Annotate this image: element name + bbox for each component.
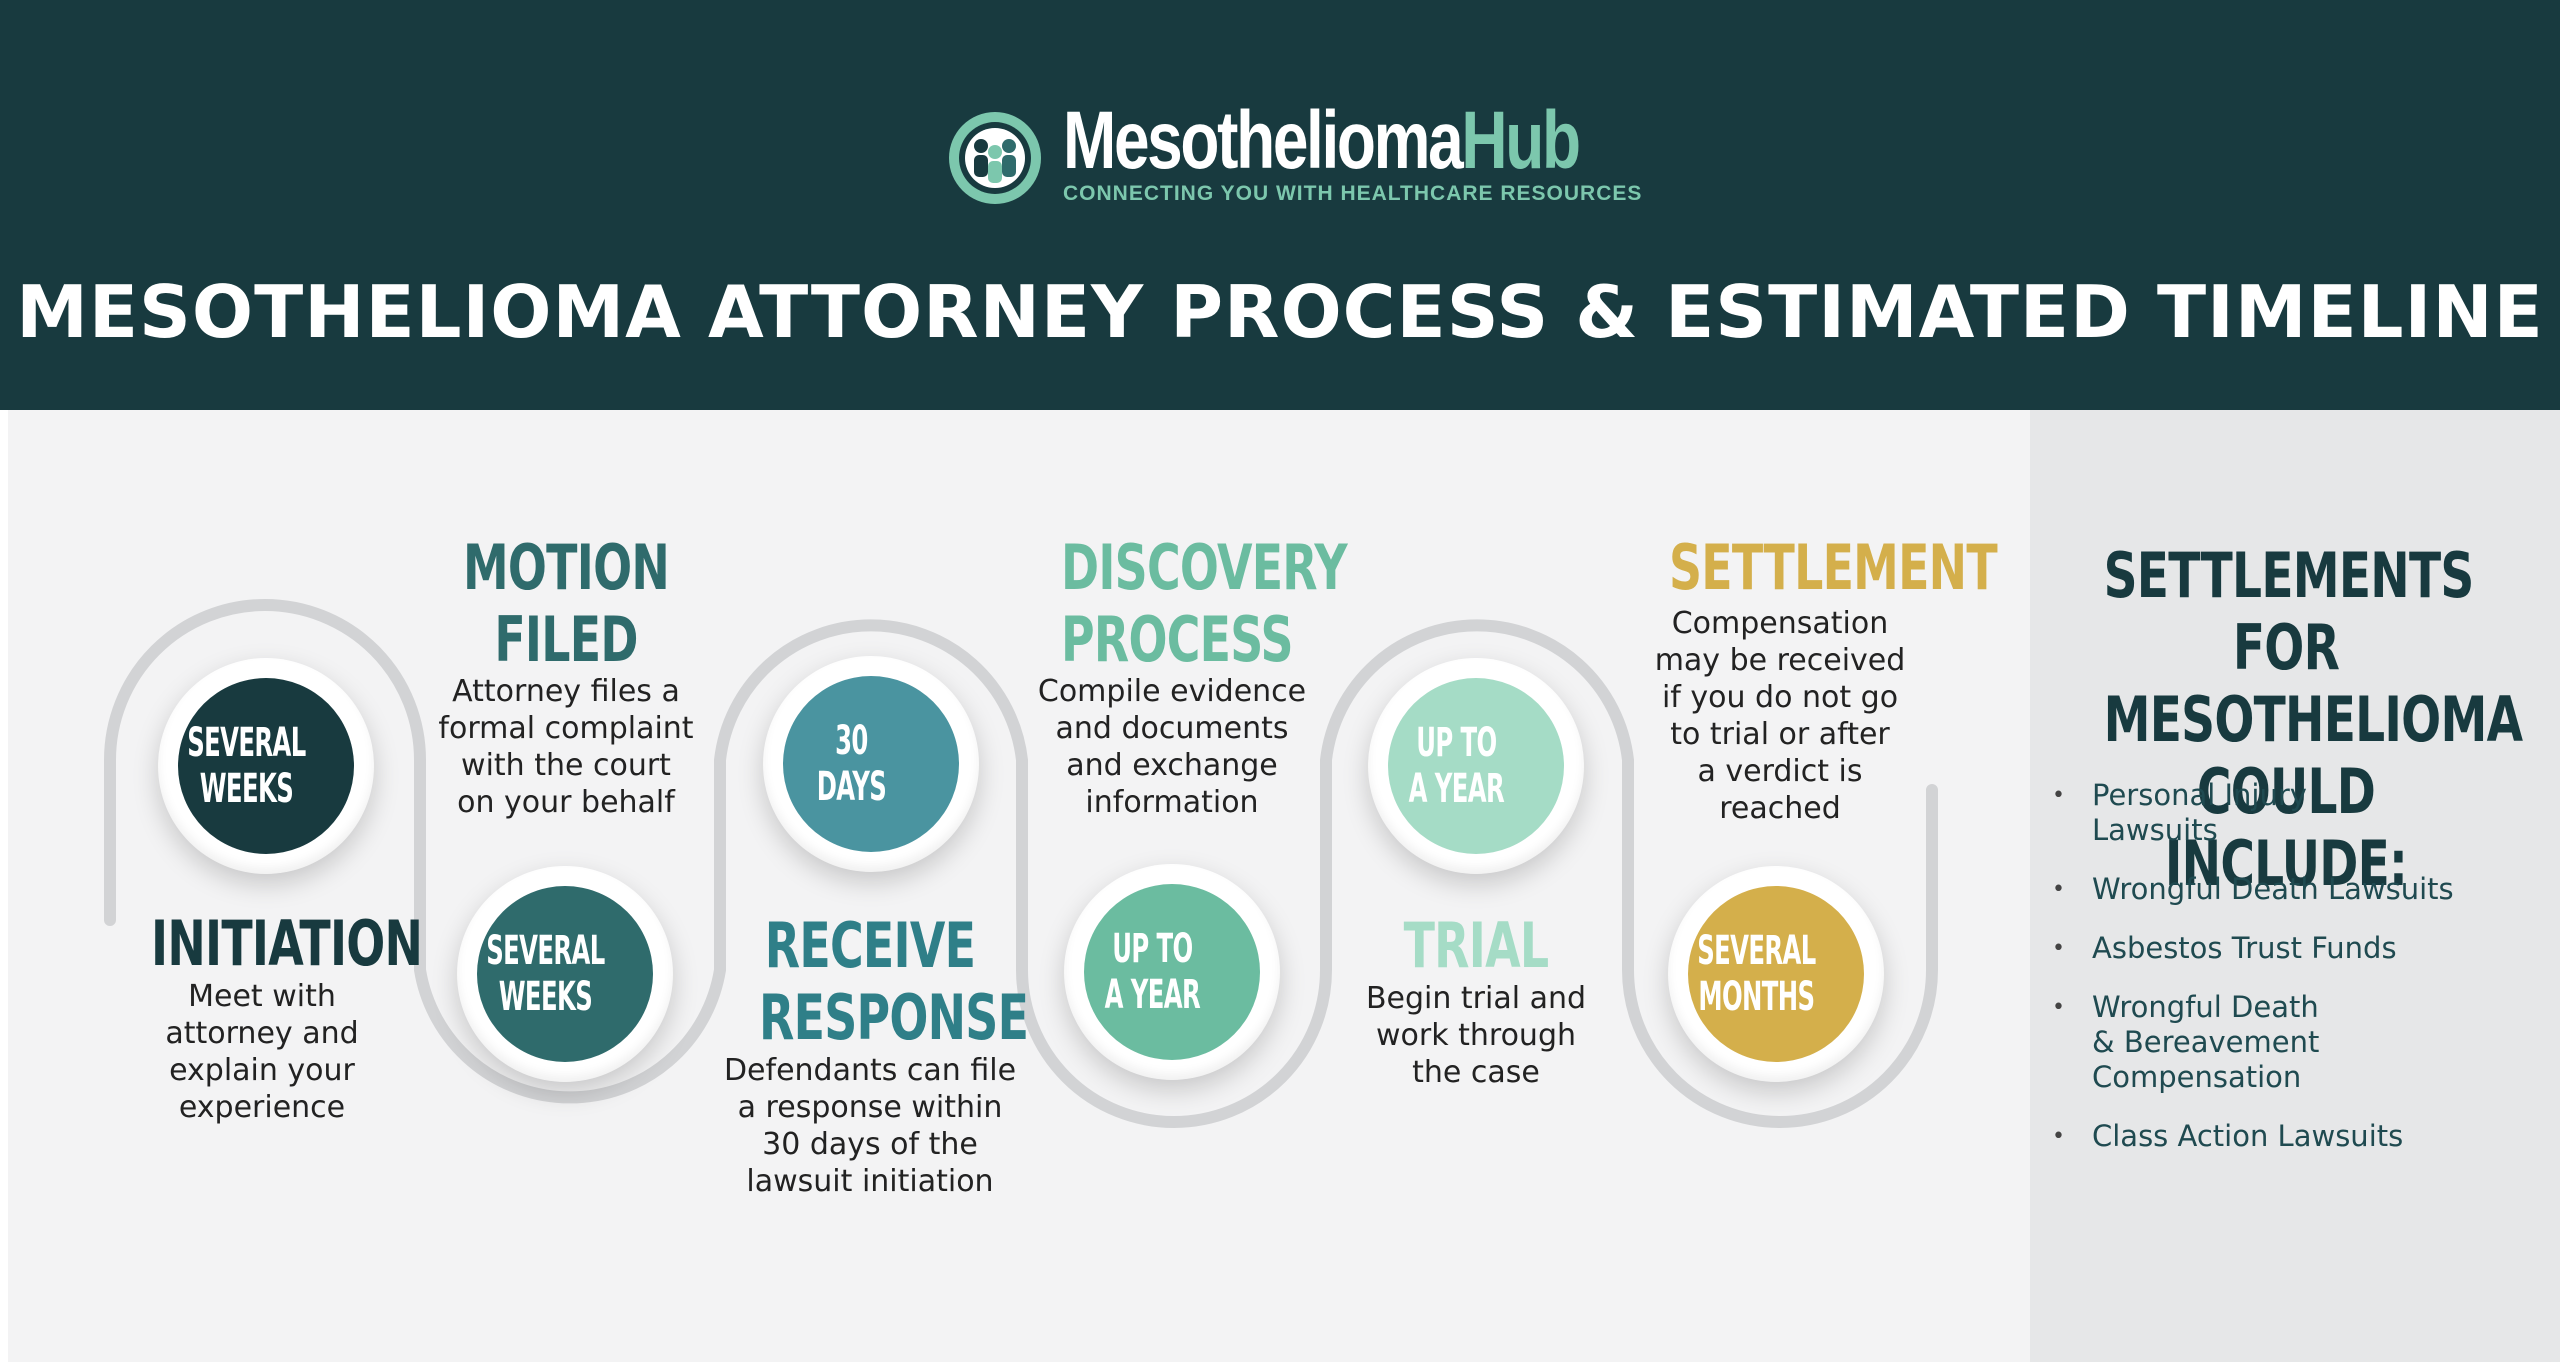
list-item: • Class Action Lawsuits: [2050, 1119, 2520, 1154]
bullet-icon: •: [2052, 995, 2065, 1020]
settlement-list: • Personal Injury Lawsuits • Wrongful De…: [2050, 778, 2520, 1178]
desc-line: on your behalf: [457, 785, 675, 820]
duration-line-2: WEEKS: [199, 766, 294, 812]
step-title-trial: TRIAL: [1365, 910, 1587, 982]
step-desc-motion-filed: Attorney files a formal complaint with t…: [416, 673, 716, 821]
step-desc-receive-response: Defendants can file a response within 30…: [700, 1052, 1040, 1200]
logo-word-2: Hub: [1461, 95, 1581, 186]
desc-line: information: [1085, 785, 1259, 820]
duration-line-1: UP TO: [1112, 926, 1193, 972]
desc-line: with the court: [461, 748, 671, 783]
bullet-icon: •: [2052, 936, 2065, 961]
step-title-initiation: INITIATION: [151, 907, 423, 980]
sidebar-title-line: MESOTHELIOMA: [2103, 683, 2523, 756]
step-title-line-1: TRIAL: [1403, 909, 1549, 982]
step-desc-initiation: Meet with attorney and explain your expe…: [112, 978, 412, 1126]
duration-line-1: SEVERAL: [1697, 928, 1816, 974]
desc-line: Begin trial and: [1365, 981, 1587, 1016]
duration-line-2: MONTHS: [1698, 974, 1815, 1020]
step-desc-discovery-process: Compile evidence and documents and excha…: [1012, 673, 1332, 821]
duration-line-1: SEVERAL: [486, 928, 605, 974]
logo: MesotheliomaHub CONNECTING YOU WITH HEAL…: [945, 95, 1665, 210]
duration-line-1: SEVERAL: [187, 720, 306, 766]
desc-line: Attorney files a: [452, 674, 680, 709]
timeline-track: [104, 599, 1938, 1128]
desc-line: Compensation: [1671, 606, 1889, 641]
step-title-line-2: FILED: [494, 603, 638, 676]
list-item: • Wrongful Death & Bereavement Compensat…: [2050, 990, 2520, 1095]
desc-line: if you do not go: [1661, 680, 1899, 715]
bullet-icon: •: [2052, 783, 2065, 808]
duration-line-2: DAYS: [816, 764, 887, 810]
step-title-line-2: PROCESS: [1061, 603, 1294, 676]
step-title-line-2: RESPONSE: [759, 981, 1029, 1054]
list-item-line: Personal Injury: [2092, 778, 2307, 812]
desc-line: work through: [1375, 1018, 1576, 1053]
desc-line: a response within: [737, 1090, 1003, 1125]
desc-line: experience: [178, 1090, 346, 1125]
sidebar-title-line: SETTLEMENTS FOR: [2103, 539, 2475, 684]
desc-line: 30 days of the: [762, 1127, 978, 1162]
logo-wordmark: MesotheliomaHub: [1063, 94, 1581, 188]
list-item-line: Wrongful Death Lawsuits: [2092, 872, 2454, 906]
desc-line: and documents: [1055, 711, 1289, 746]
list-item-line: Asbestos Trust Funds: [2092, 931, 2397, 965]
desc-line: explain your: [169, 1053, 355, 1088]
logo-tagline: CONNECTING YOU WITH HEALTHCARE RESOURCES: [1063, 182, 1643, 205]
list-item-line: Class Action Lawsuits: [2092, 1119, 2404, 1153]
list-item: • Personal Injury Lawsuits: [2050, 778, 2520, 848]
step-title-settlement: SETTLEMENT: [1669, 531, 1998, 604]
desc-line: formal complaint: [438, 711, 694, 746]
list-item: • Wrongful Death Lawsuits: [2050, 872, 2520, 907]
duration-line-2: A YEAR: [1408, 766, 1505, 812]
desc-line: the case: [1412, 1055, 1540, 1090]
desc-line: lawsuit initiation: [746, 1164, 994, 1199]
sidebar-title: SETTLEMENTS FOR MESOTHELIOMA COULD INCLU…: [2103, 539, 2523, 900]
list-item-line: & Bereavement: [2092, 1025, 2320, 1059]
settlements-sidebar: [2030, 410, 2560, 1362]
page-title: MESOTHELIOMA ATTORNEY PROCESS & ESTIMATE…: [16, 270, 2544, 354]
bullet-icon: •: [2052, 1124, 2065, 1149]
step-title-line-1: INITIATION: [151, 907, 423, 980]
desc-line: may be received: [1654, 643, 1906, 678]
bullet-icon: •: [2052, 877, 2065, 902]
desc-line: to trial or after: [1670, 717, 1890, 752]
list-item-line: Lawsuits: [2092, 813, 2218, 847]
desc-line: reached: [1719, 791, 1841, 826]
step-title-line-1: SETTLEMENT: [1669, 531, 1998, 604]
sidebar-title-line: COULD INCLUDE:: [2164, 755, 2408, 900]
duration-line-2: A YEAR: [1104, 972, 1201, 1018]
step-title-motion-filed: MOTION FILED: [455, 532, 677, 676]
desc-line: and exchange: [1066, 748, 1278, 783]
logo-word-1: Mesothelioma: [1063, 95, 1464, 186]
duration-line-1: 30: [835, 718, 868, 764]
people-icon: [949, 112, 1041, 204]
desc-line: Compile evidence: [1037, 674, 1307, 709]
desc-line: Defendants can file: [723, 1053, 1017, 1088]
desc-line: Meet with: [188, 979, 336, 1014]
list-item-line: Wrongful Death: [2092, 990, 2319, 1024]
step-desc-trial: Begin trial and work through the case: [1326, 980, 1626, 1091]
duration-line-1: UP TO: [1416, 720, 1497, 766]
step-title-discovery-process: DISCOVERY PROCESS: [1061, 531, 1348, 676]
desc-line: a verdict is: [1697, 754, 1863, 789]
duration-line-2: WEEKS: [498, 974, 593, 1020]
step-desc-settlement: Compensation may be received if you do n…: [1630, 605, 1930, 827]
timeline-path: [104, 599, 1938, 1128]
list-item-line: Compensation: [2092, 1060, 2302, 1094]
step-title-line-1: MOTION: [463, 531, 670, 604]
step-title-receive-response: RECEIVE RESPONSE: [759, 909, 1029, 1054]
step-title-line-1: DISCOVERY: [1061, 531, 1348, 604]
step-title-line-1: RECEIVE: [764, 909, 976, 982]
header-banner: [0, 0, 2560, 410]
desc-line: attorney and: [165, 1016, 359, 1051]
list-item: • Asbestos Trust Funds: [2050, 931, 2520, 966]
